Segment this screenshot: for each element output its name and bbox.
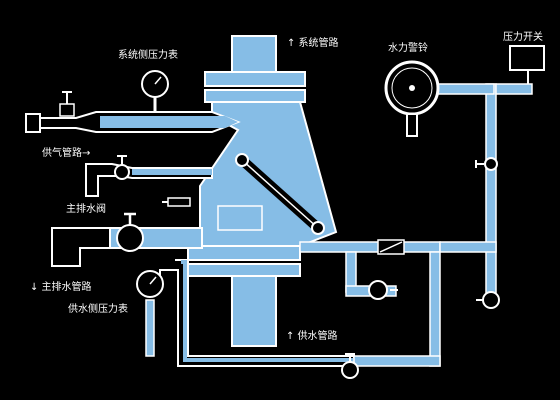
side-fitting bbox=[162, 197, 191, 207]
label-main-drain-pipe: ↓ 主排水管路 bbox=[30, 280, 92, 293]
label-system-side-gauge: 系统侧压力表 bbox=[118, 48, 178, 61]
alarm-line bbox=[299, 83, 500, 367]
trim-line bbox=[85, 155, 213, 197]
main-drain-assembly bbox=[51, 212, 203, 267]
label-system-pipe: ↑ 系统管路 bbox=[287, 36, 339, 49]
pressure-switch-icon bbox=[495, 45, 545, 95]
system-side-gauge bbox=[141, 70, 169, 112]
label-air-supply-pipe: 供气管路→ bbox=[42, 146, 90, 159]
water-motor-bell-icon bbox=[384, 60, 495, 137]
label-supply-side-gauge: 供水侧压力表 bbox=[68, 302, 128, 315]
supply-side-gauge bbox=[136, 259, 355, 367]
label-main-drain-valve: 主排水阀 bbox=[66, 202, 106, 215]
air-supply-pipe bbox=[25, 91, 241, 133]
bottom-test-valve bbox=[341, 353, 359, 379]
clapper-arm bbox=[235, 153, 325, 235]
label-water-motor-bell: 水力警铃 bbox=[388, 41, 428, 54]
label-pressure-switch: 压力开关 bbox=[503, 30, 543, 43]
label-water-supply-pipe: ↑ 供水管路 bbox=[286, 329, 338, 342]
